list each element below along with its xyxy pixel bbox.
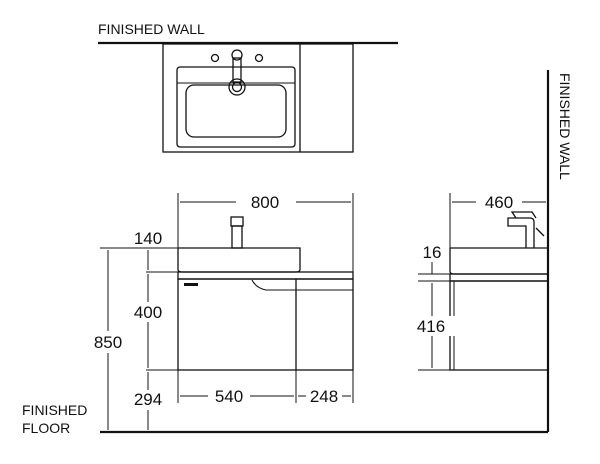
dim-cabinet-height: 400 bbox=[134, 303, 162, 322]
dim-depth-overall: 460 bbox=[485, 193, 513, 212]
cabinet-height-label-bg bbox=[130, 302, 170, 322]
brand-badge bbox=[184, 283, 198, 286]
dim-basin-height: 140 bbox=[134, 229, 162, 248]
finished-floor-label-line1: FINISHED bbox=[22, 402, 87, 418]
dim-total-height: 850 bbox=[94, 333, 122, 352]
faucet-lever-side bbox=[535, 227, 545, 237]
dim-top-thickness: 16 bbox=[423, 243, 442, 262]
basin-front bbox=[177, 247, 301, 273]
dim-floor-gap: 294 bbox=[134, 390, 162, 409]
finished-wall-label-top: FINISHED WALL bbox=[98, 21, 205, 37]
tap-hole-right bbox=[254, 53, 264, 63]
finished-wall-label-side: FINISHED WALL bbox=[557, 73, 573, 180]
faucet-base-plan bbox=[231, 49, 243, 61]
dim-drawer-width: 540 bbox=[215, 387, 243, 406]
basin-bowl-plan bbox=[185, 84, 287, 138]
drain-outer bbox=[228, 78, 246, 96]
countertop-side bbox=[449, 273, 549, 282]
tap-hole-left bbox=[210, 53, 220, 63]
dim-side-cabinet-height: 416 bbox=[417, 317, 445, 336]
drain-inner bbox=[231, 81, 243, 93]
countertop-outline-plan bbox=[162, 43, 354, 153]
faucet-side bbox=[507, 211, 537, 248]
countertop-front bbox=[177, 271, 354, 280]
side-view: FINISHED WALL 460 16 416 bbox=[406, 70, 573, 432]
plan-view: FINISHED WALL bbox=[98, 21, 398, 153]
floor-gap-label-bg bbox=[130, 390, 170, 410]
basin-outer-plan bbox=[176, 66, 296, 148]
total-height-label-bg bbox=[92, 331, 136, 353]
front-view: FINISHED FLOOR 800 850 140 400 bbox=[22, 193, 548, 436]
cabinet-body-front bbox=[177, 278, 354, 371]
drawer-handle-recess bbox=[251, 279, 353, 291]
faucet-handle-front bbox=[230, 216, 244, 227]
dim-side-offset: 248 bbox=[310, 387, 338, 406]
cabinet-body-side bbox=[449, 280, 549, 371]
basin-side bbox=[449, 247, 548, 275]
faucet-body-front bbox=[231, 225, 243, 249]
finished-floor-label-line2: FLOOR bbox=[22, 420, 70, 436]
dim-width-overall: 800 bbox=[251, 193, 279, 212]
side-cabinet-height-label-bg bbox=[406, 316, 456, 336]
